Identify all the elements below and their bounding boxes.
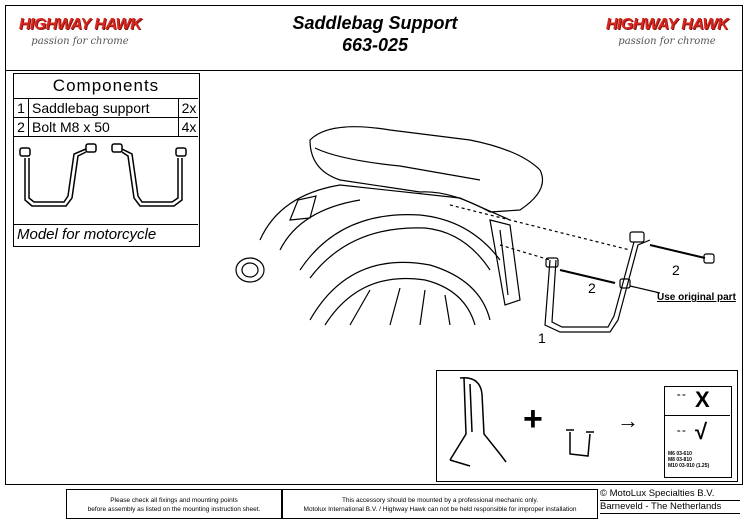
sheet-frame [5, 5, 743, 485]
brand-name: HIGHWAY HAWK [18, 16, 142, 33]
bolt-check-box: = = X = = √ M6 03-610 M8 03-810 M10 03-9… [664, 386, 732, 478]
brand-name: HIGHWAY HAWK [605, 16, 729, 33]
component-number: 1 [14, 99, 29, 117]
sissy-bar-illustration [449, 377, 594, 467]
brand-tagline: passion for chrome [618, 36, 716, 47]
brand-logo-right: HIGHWAY HAWK passion for chrome [602, 12, 732, 60]
footer-notice-line: Motolux International B.V. / Highway Haw… [303, 506, 577, 513]
component-number: 2 [14, 118, 29, 136]
wrong-mark-icon: X [695, 387, 710, 412]
brand-tagline: passion for chrome [31, 36, 129, 47]
component-row: 1 Saddlebag support 2x [14, 99, 198, 118]
footer-notice-line: before assembly as listed on the mountin… [87, 506, 261, 513]
plus-sign: + [523, 400, 543, 438]
callout-bolt: 2 [672, 262, 680, 278]
header-divider [5, 70, 743, 71]
component-name: Bolt M8 x 50 [32, 119, 110, 135]
footer-notice-middle: This accessory should be mounted by a pr… [282, 489, 598, 519]
company-location: Barneveld - The Netherlands [600, 501, 740, 514]
arrow-icon: → [617, 408, 639, 433]
document-title: Saddlebag Support [292, 13, 458, 33]
brand-logo-left: HIGHWAY HAWK passion for chrome [15, 12, 145, 60]
bolt-spec-line: M6 03-610 [668, 451, 692, 457]
bolt-spec-line: M10 03-910 (1.25) [668, 463, 710, 469]
original-part-note: Use original part [657, 292, 736, 303]
footer-company-block: © MotoLux Specialties B.V. Barneveld - T… [600, 488, 740, 514]
components-box: Components 1 Saddlebag support 2x 2 Bolt… [13, 73, 200, 247]
check-divider [665, 415, 730, 416]
component-parts-illustration [19, 143, 187, 207]
components-heading: Components [14, 74, 198, 99]
bolt-icon: = = [677, 429, 686, 435]
right-mark-icon: √ [695, 419, 708, 444]
compatibility-inset [436, 370, 738, 482]
component-name: Saddlebag support [32, 100, 150, 116]
footer-notice-left: Please check all fixings and mounting po… [66, 489, 282, 519]
footer-notice-line: This accessory should be mounted by a pr… [341, 497, 539, 504]
bolt-spec-line: M8 03-810 [668, 457, 692, 463]
callout-bolt: 2 [588, 280, 596, 296]
model-label: Model for motorcycle [14, 224, 198, 246]
footer-notice-line: Please check all fixings and mounting po… [110, 497, 238, 504]
component-quantity: 4x [178, 118, 199, 136]
component-quantity: 2x [178, 99, 199, 117]
document-title-block: Saddlebag Support 663-025 [230, 12, 520, 56]
motorcycle-rear-diagram [235, 126, 715, 333]
callout-support: 1 [538, 330, 546, 346]
company-name: © MotoLux Specialties B.V. [600, 488, 740, 501]
component-row: 2 Bolt M8 x 50 4x [14, 118, 198, 137]
bolt-icon: = = [677, 393, 686, 399]
part-number: 663-025 [341, 35, 409, 55]
